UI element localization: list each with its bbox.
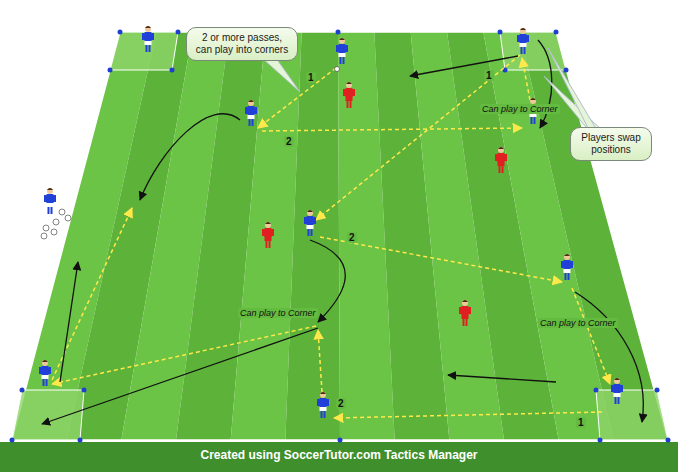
footer-caption: Created using SoccerTutor.com Tactics Ma…	[0, 447, 678, 463]
callout-text: Players swap positions	[577, 132, 645, 156]
cones	[10, 30, 671, 443]
callout-text: 2 or more passes, can play into corners	[193, 32, 291, 56]
zone-note: Can play to Corner	[238, 308, 318, 318]
callout-pointers	[262, 48, 604, 132]
pass-number: 2	[347, 232, 357, 243]
pass-number: 1	[306, 72, 316, 83]
zone-note: Can play to Corner	[538, 318, 618, 328]
pass-lines	[52, 55, 610, 418]
callout-bubble: 2 or more passes, can play into corners	[186, 27, 298, 61]
footer-band	[0, 442, 678, 472]
balls	[41, 67, 340, 240]
players	[39, 26, 623, 418]
corner-squares	[12, 32, 668, 440]
pass-number: 1	[576, 417, 586, 428]
pitch-outline	[12, 32, 668, 440]
callout-bubble: Players swap positions	[570, 127, 652, 161]
pass-number: 2	[336, 398, 346, 409]
movement-arrows	[42, 40, 643, 424]
pitch-stripes	[12, 32, 668, 440]
pass-number: 1	[484, 70, 494, 81]
pass-number: 2	[284, 136, 294, 147]
zone-note: Can play to Corner	[480, 104, 560, 114]
